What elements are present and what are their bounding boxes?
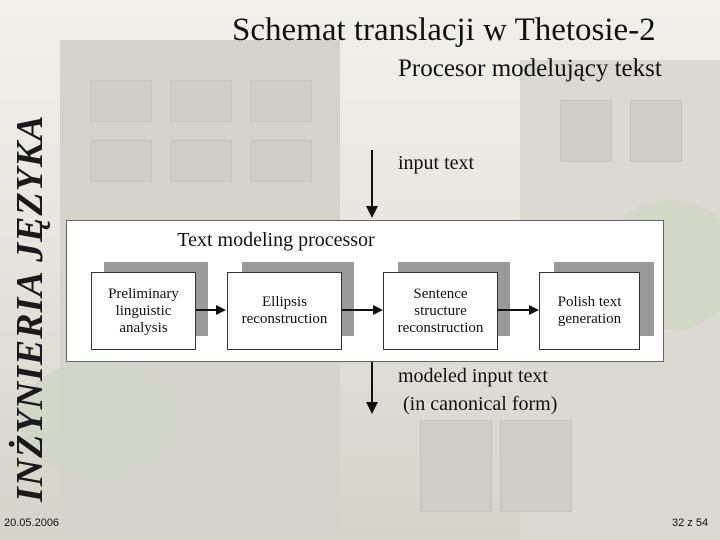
flow-arrow-head — [529, 305, 539, 315]
step-preliminary-analysis: Preliminary linguistic analysis — [91, 272, 196, 350]
side-title: INŻYNIERIA JĘZYKA — [9, 114, 51, 502]
input-arrow-line — [371, 150, 373, 210]
step-sentence-structure: Sentence structure reconstruction — [383, 272, 498, 350]
flow-arrow-line — [196, 309, 218, 311]
output-label-line2: (in canonical form) — [403, 393, 558, 415]
flow-arrow-line — [342, 309, 374, 311]
step-label: Polish text generation — [557, 294, 622, 327]
slide-title: Schemat translacji w Thetosie-2 — [232, 12, 656, 48]
step-label: Ellipsis reconstruction — [241, 294, 328, 327]
output-arrow-head — [366, 402, 378, 414]
footer-date: 20.05.2006 — [4, 517, 60, 529]
step-label: Sentence structure reconstruction — [397, 285, 484, 336]
processor-title: Text modeling processor — [177, 229, 375, 251]
output-arrow-line — [371, 362, 373, 404]
step-polish-generation: Polish text generation — [539, 272, 640, 350]
input-label: input text — [398, 152, 475, 174]
step-label: Preliminary linguistic analysis — [108, 285, 179, 336]
slide-subtitle: Procesor modelujący tekst — [398, 55, 662, 82]
flow-arrow-line — [498, 309, 530, 311]
output-label-line1: modeled input text — [398, 365, 548, 387]
input-arrow-head — [366, 206, 378, 218]
flow-arrow-head — [373, 305, 383, 315]
page-number: 32 z 54 — [672, 517, 709, 529]
step-ellipsis-reconstruction: Ellipsis reconstruction — [227, 272, 342, 350]
flow-arrow-head — [216, 305, 226, 315]
